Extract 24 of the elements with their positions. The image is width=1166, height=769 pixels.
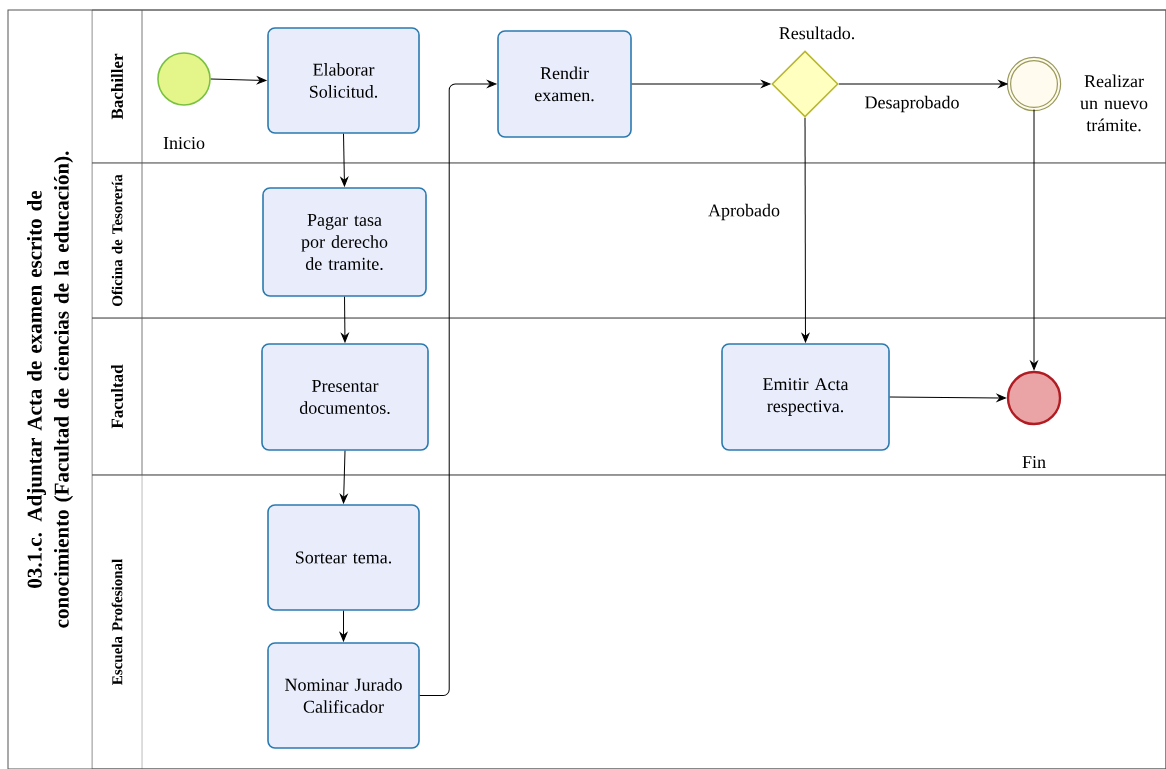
task-box: Elaborar Solicitud. — [267, 27, 420, 134]
arrow — [889, 394, 1006, 402]
node-label: Fin — [1022, 456, 1046, 468]
node-label: Realizar un nuevo trámite. — [1080, 74, 1148, 132]
edge-label: Desaprobado — [863, 94, 961, 114]
arrow — [419, 80, 497, 696]
task-box: Sortear tema. — [267, 504, 420, 611]
arrow — [341, 296, 349, 343]
arrow — [1030, 109, 1038, 370]
node-label: Inicio — [163, 136, 205, 150]
arrow — [210, 76, 267, 85]
arrow — [801, 117, 810, 343]
arrow — [339, 450, 348, 504]
arrow — [631, 80, 771, 88]
task-box: Emitir Acta respectiva. — [721, 343, 890, 451]
task-box: Presentar documentos. — [261, 343, 429, 451]
arrow — [339, 610, 348, 642]
task-box: Nominar Jurado Calificador — [267, 642, 420, 749]
arrow — [340, 133, 349, 187]
task-box: Rendir examen. — [497, 30, 632, 138]
task-box: Pagar tasa por derecho de tramite. — [262, 187, 427, 297]
arrow — [838, 80, 1008, 88]
node-label: Resultado. — [779, 26, 855, 40]
edge-label: Aprobado — [707, 202, 781, 222]
